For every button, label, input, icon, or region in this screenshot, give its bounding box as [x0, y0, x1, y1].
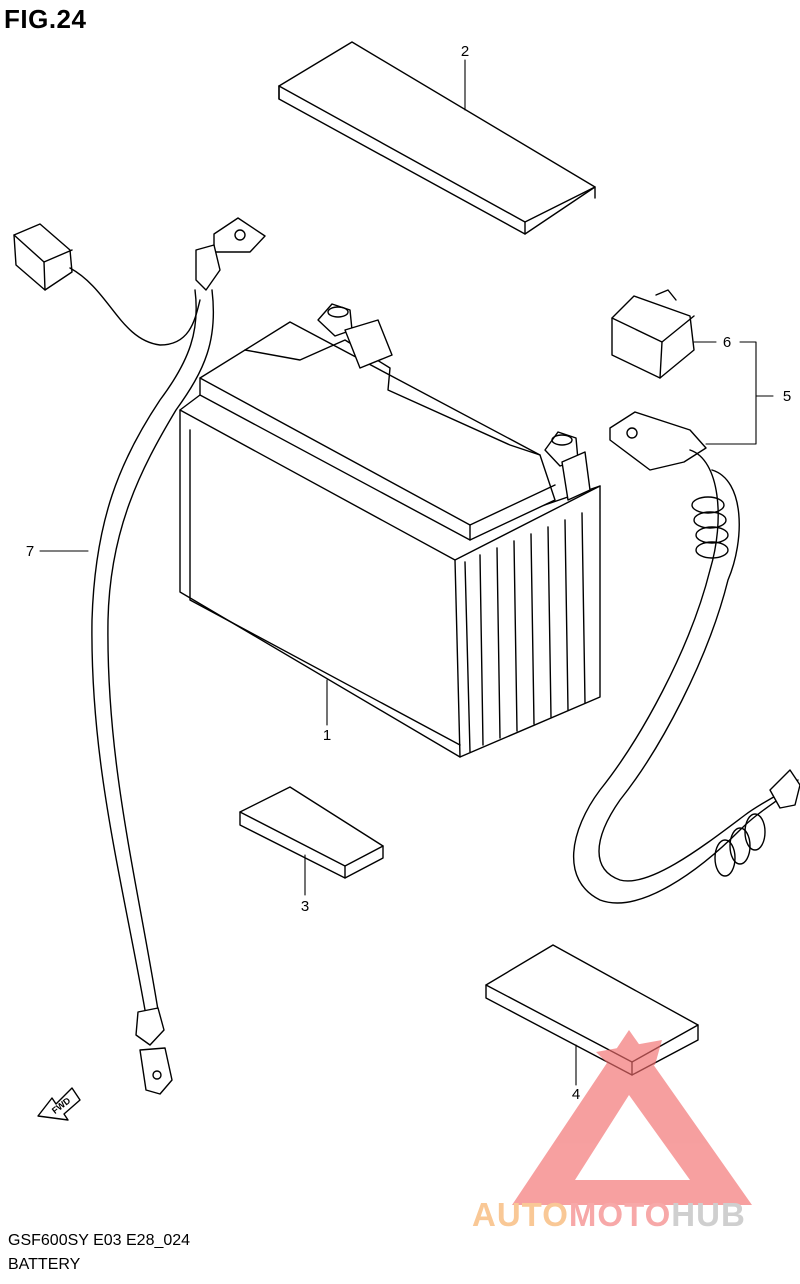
model-code: GSF600SY E03 E28_024 [8, 1232, 191, 1249]
callout-2: 2 [461, 43, 469, 60]
callout-4: 4 [572, 1086, 580, 1103]
figure-title: FIG.24 [4, 4, 87, 34]
watermark-part-auto: AUTO [472, 1196, 569, 1233]
callout-7: 7 [26, 543, 34, 560]
watermark-part-hub: HUB [671, 1196, 746, 1233]
callout-1: 1 [323, 727, 331, 744]
terminal-cover-part-6[interactable] [611, 289, 695, 379]
watermark-logo-icon [512, 1030, 752, 1205]
pad-small-part-3[interactable] [239, 786, 384, 879]
callout-3: 3 [301, 898, 309, 915]
watermark-text: AUTOMOTOHUB [472, 1196, 746, 1234]
battery-part-1[interactable] [179, 303, 601, 758]
pad-part-4[interactable] [485, 944, 699, 1076]
leader-lines [39, 59, 774, 1086]
callout-5: 5 [783, 388, 791, 405]
negative-lead-part-7[interactable] [13, 217, 266, 1095]
section-name: BATTERY [8, 1256, 81, 1273]
watermark-part-moto: MOTO [568, 1196, 672, 1233]
fwd-arrow-icon: FWD [37, 1087, 81, 1121]
callout-6: 6 [723, 334, 731, 351]
pad-top-part-2[interactable] [278, 41, 596, 235]
positive-cable-part-5[interactable] [572, 411, 800, 904]
